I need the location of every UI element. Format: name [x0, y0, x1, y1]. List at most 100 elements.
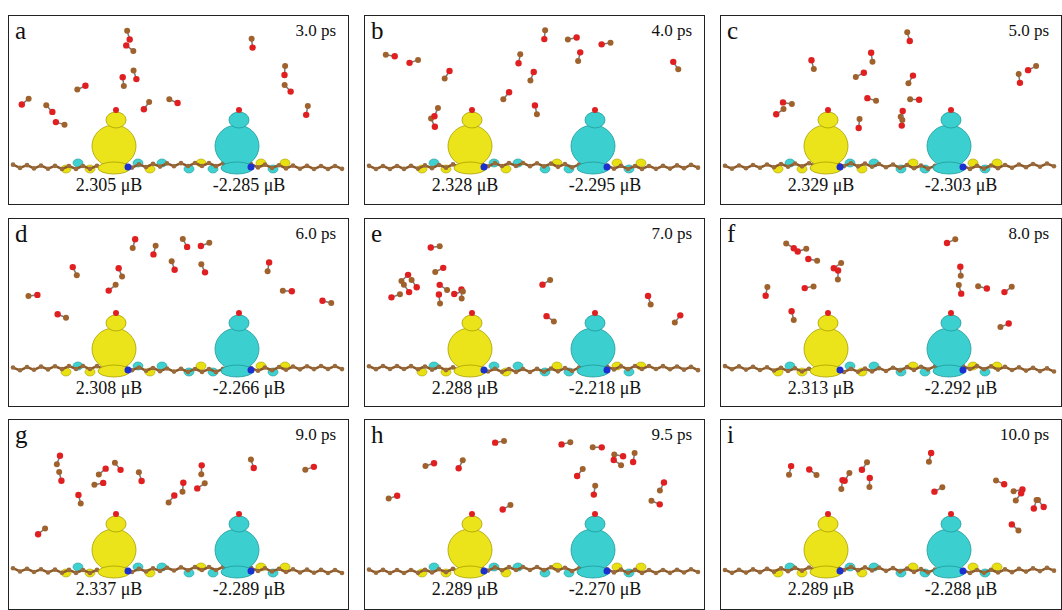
- co-molecule: [388, 291, 403, 300]
- carbon-atom: [626, 570, 631, 575]
- magnetic-moment: -2.218 μB: [569, 379, 642, 399]
- co-molecule: [96, 465, 109, 477]
- carbon-atom: [786, 369, 791, 374]
- carbon-atom: [870, 369, 875, 374]
- carbon-atom: [74, 167, 79, 172]
- co-molecule: [944, 236, 958, 246]
- carbon-atom: [689, 163, 694, 168]
- carbon-atom: [968, 367, 973, 372]
- carbon-atom: [521, 565, 526, 570]
- carbon-atom: [60, 367, 65, 372]
- carbon-atom: [25, 566, 30, 571]
- carbon-atom: [165, 161, 170, 166]
- carbon-atom: [298, 570, 303, 575]
- co-molecule: [75, 492, 83, 507]
- co-molecule: [386, 493, 401, 502]
- carbon-atom: [207, 161, 212, 166]
- co-molecule: [432, 265, 446, 275]
- carbon-atom: [53, 364, 58, 369]
- co-molecule: [806, 466, 819, 478]
- carbon-atom: [416, 166, 421, 171]
- carbon-atom: [1031, 162, 1036, 167]
- carbon-atom: [654, 167, 659, 172]
- co-molecule: [436, 291, 443, 306]
- carbon-atom: [298, 367, 303, 372]
- carbon-atom: [765, 567, 770, 572]
- carbon-atom: [807, 565, 812, 570]
- carbon-atom: [521, 367, 526, 372]
- carbon-atom: [409, 163, 414, 168]
- carbon-atom: [270, 569, 275, 574]
- carbon-atom: [186, 370, 191, 375]
- co-molecule: [499, 502, 513, 513]
- carbon-atom: [730, 571, 735, 576]
- carbon-atom: [214, 568, 219, 573]
- co-molecule: [166, 492, 178, 505]
- md-snapshot: [721, 219, 1061, 406]
- carbon-atom: [340, 367, 345, 372]
- co-molecule: [106, 282, 119, 294]
- carbon-atom: [11, 365, 16, 370]
- co-molecule: [574, 466, 586, 479]
- co-molecule: [442, 68, 453, 82]
- spin-density: [215, 511, 259, 578]
- carbon-atom: [786, 164, 791, 169]
- carbon-atom: [395, 164, 400, 169]
- carbon-atom: [340, 571, 345, 576]
- carbon-atom: [319, 568, 324, 573]
- carbon-atom: [779, 162, 784, 167]
- co-molecule: [630, 450, 638, 465]
- carbon-atom: [88, 367, 93, 372]
- carbon-atom: [305, 364, 310, 369]
- carbon-atom: [556, 568, 561, 573]
- carbon-atom: [25, 365, 30, 370]
- carbon-atom: [919, 567, 924, 572]
- carbon-atom: [758, 165, 763, 170]
- carbon-atom: [1017, 567, 1022, 572]
- spin-density: [571, 310, 615, 377]
- carbon-atom: [200, 164, 205, 169]
- carbon-atom: [905, 365, 910, 370]
- carbon-atom: [975, 163, 980, 168]
- carbon-atom: [137, 365, 142, 370]
- co-molecule: [124, 28, 133, 43]
- carbon-atom: [444, 165, 449, 170]
- carbon-atom: [514, 568, 519, 573]
- carbon-atom: [723, 163, 728, 168]
- carbon-atom: [263, 365, 268, 370]
- carbon-atom: [765, 365, 770, 370]
- co-molecule: [997, 320, 1011, 330]
- magnetic-moment: -2.295 μB: [569, 176, 642, 196]
- co-molecule: [281, 63, 288, 78]
- carbon-atom: [200, 568, 205, 573]
- carbon-atom: [214, 164, 219, 169]
- co-molecule: [451, 288, 466, 297]
- co-molecule: [868, 50, 876, 65]
- carbon-atom: [437, 567, 442, 572]
- carbon-atom: [563, 366, 568, 371]
- co-molecule: [835, 267, 841, 282]
- carbon-atom: [563, 565, 568, 570]
- carbon-atom: [11, 162, 16, 167]
- carbon-atom: [423, 567, 428, 572]
- panel-letter: b: [371, 17, 384, 45]
- panel-letter: i: [727, 421, 734, 449]
- carbon-atom: [926, 570, 931, 575]
- spin-density: [927, 107, 971, 174]
- carbon-atom: [1052, 164, 1057, 169]
- carbon-atom: [207, 367, 212, 372]
- carbon-atom: [88, 167, 93, 172]
- carbon-atom: [1038, 164, 1043, 169]
- md-snapshot: [9, 420, 348, 609]
- magnetic-moment: -2.266 μB: [213, 379, 286, 399]
- carbon-atom: [856, 164, 861, 169]
- carbon-atom: [46, 570, 51, 575]
- carbon-atom: [549, 366, 554, 371]
- co-molecule: [1016, 71, 1023, 86]
- spin-density: [571, 511, 615, 578]
- carbon-atom: [863, 366, 868, 371]
- carbon-atom: [856, 568, 861, 573]
- carbon-atom: [626, 367, 631, 372]
- carbon-atom: [696, 570, 701, 575]
- co-molecule: [436, 282, 450, 293]
